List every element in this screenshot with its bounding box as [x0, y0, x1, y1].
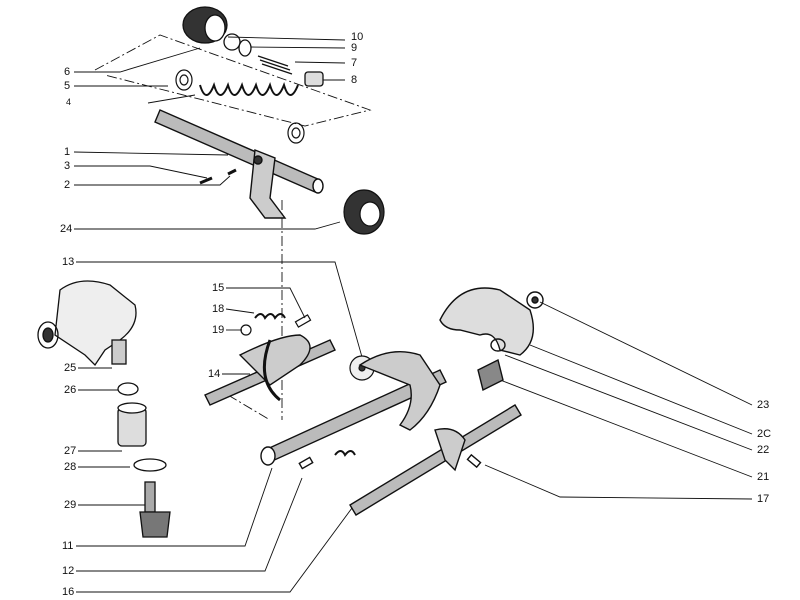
- callout-8: 8: [351, 74, 358, 86]
- callout-16: 16: [62, 586, 75, 598]
- callout-1: 1: [64, 146, 71, 158]
- callout-22: 22: [757, 444, 770, 456]
- callout-5: 5: [64, 80, 71, 92]
- callout-24: 24: [60, 223, 73, 235]
- callout-10: 10: [351, 31, 364, 43]
- leader-lines: [73, 36, 753, 593]
- callout-6: 6: [64, 66, 71, 78]
- callout-15: 15: [212, 282, 225, 294]
- callout-27: 27: [64, 445, 77, 457]
- callout-25: 25: [64, 362, 77, 374]
- callout-4: 4: [66, 97, 72, 107]
- fork-shaft-16: [349, 404, 522, 516]
- callout-2: 2: [64, 179, 71, 191]
- callout-29: 29: [64, 499, 77, 511]
- lever-23-20: [439, 287, 544, 392]
- callout-17: 17: [757, 493, 770, 505]
- callout-13: 13: [62, 256, 75, 268]
- callout-9: 9: [351, 42, 358, 54]
- callout-18: 18: [212, 303, 225, 315]
- callout-11: 11: [62, 540, 74, 552]
- callout-23: 23: [757, 399, 770, 411]
- rubber-boot-top: [182, 6, 324, 87]
- callout-3: 3: [64, 160, 71, 172]
- fork-shaft-11: [260, 350, 447, 470]
- callout-20: 2C: [757, 428, 772, 440]
- callout-26: 26: [64, 384, 77, 396]
- callout-21: 21: [757, 471, 770, 483]
- alignment-lines: [94, 34, 372, 421]
- parts-26-29: [117, 382, 171, 538]
- housing-25: [37, 280, 137, 367]
- callout-7: 7: [351, 57, 358, 69]
- fork-shaft-14: [204, 334, 336, 406]
- selector-shaft: [154, 109, 324, 219]
- callout-12: 12: [62, 565, 75, 577]
- callout-28: 28: [64, 461, 77, 473]
- callout-14: 14: [208, 368, 221, 380]
- rubber-boot-24: [343, 189, 385, 235]
- callout-19: 19: [212, 324, 225, 336]
- spring-and-washers: [175, 69, 305, 144]
